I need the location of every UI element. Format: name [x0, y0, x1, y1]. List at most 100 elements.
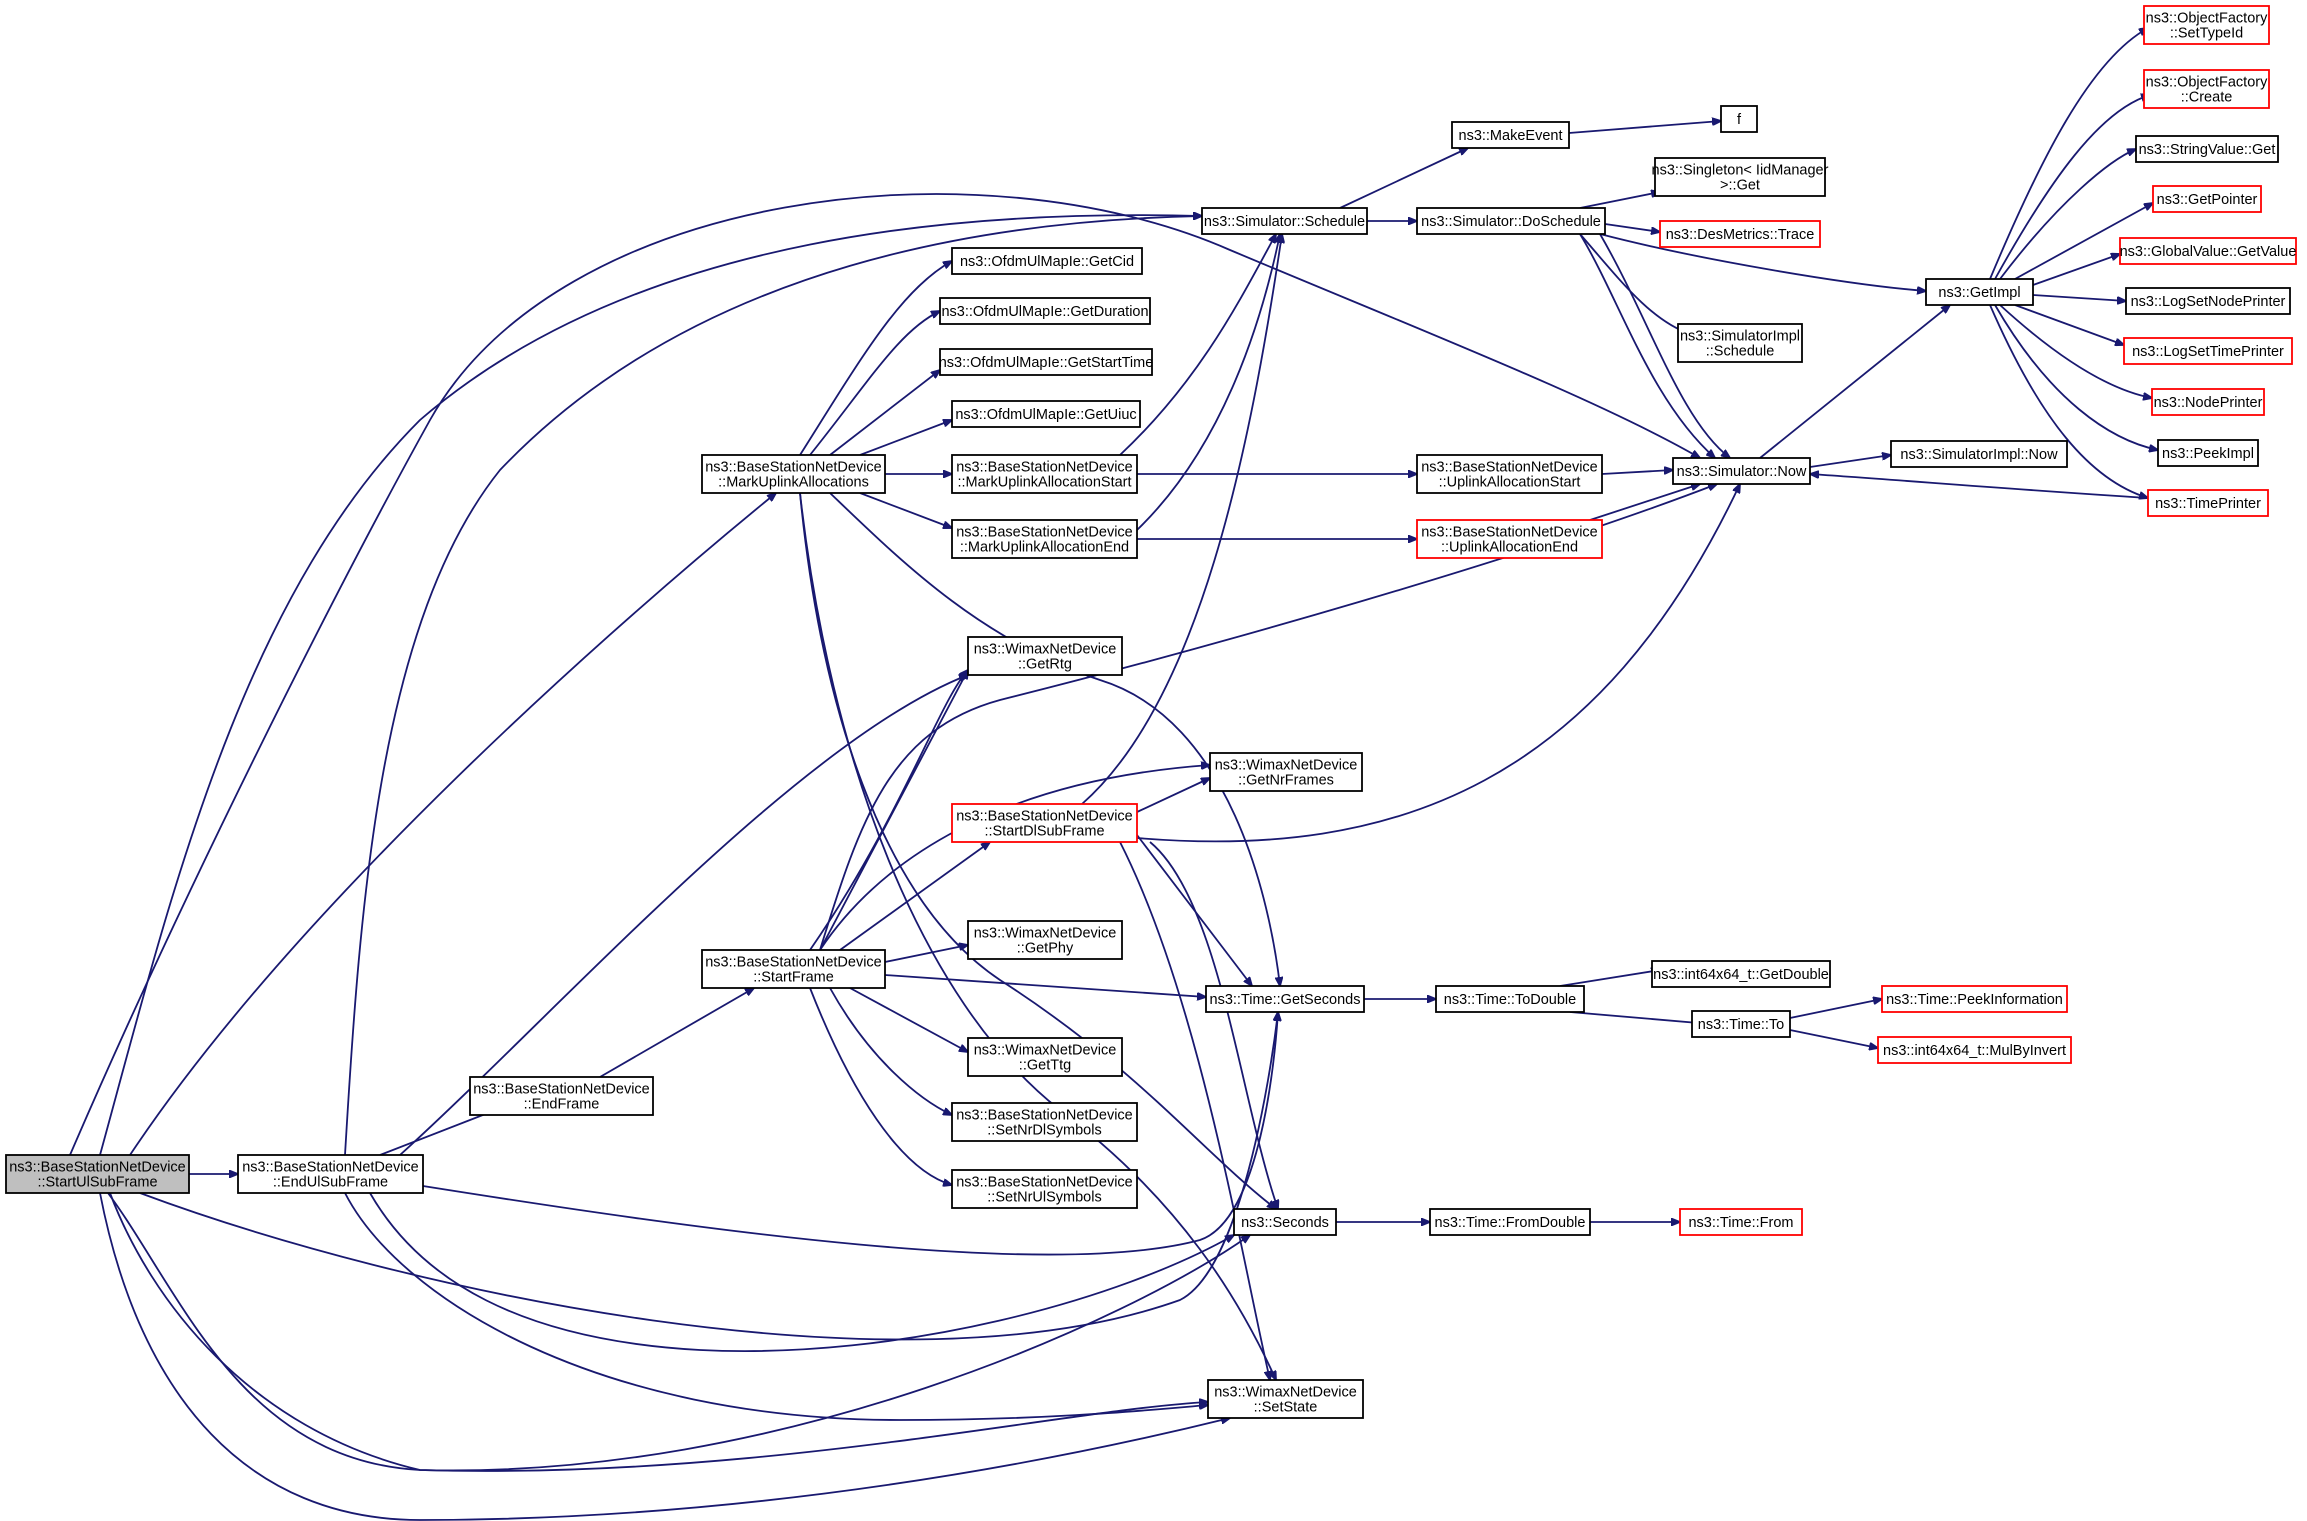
- edge-start_frame-to-set_nr_dl: [829, 987, 952, 1115]
- node-sim-schedule[interactable]: ns3::Simulator::Schedule: [1201, 207, 1368, 235]
- edge-uplink_alloc_end-to-sim_now: [1589, 484, 1700, 521]
- node-label: f: [1737, 112, 1742, 128]
- node-label: ns3::GlobalValue::GetValue: [2120, 244, 2297, 260]
- edge-start_frame-to-set_nr_ul: [809, 987, 952, 1185]
- edge-get_impl-to-get_pointer: [2014, 203, 2153, 280]
- node-label: ns3::BaseStationNetDevice: [705, 955, 882, 971]
- edge-start_frame-to-time_get_seconds: [884, 974, 1206, 997]
- node-get-phy[interactable]: ns3::WimaxNetDevice::GetPhy: [967, 920, 1123, 960]
- node-label: ns3::MakeEvent: [1459, 128, 1563, 144]
- node-make-event[interactable]: ns3::MakeEvent: [1451, 121, 1570, 149]
- edge-mark_uplink-to-get_start_time: [829, 370, 940, 456]
- edge-mark_end-to-sim_schedule: [1136, 234, 1280, 531]
- node-objfactory-create[interactable]: ns3::ObjectFactory::Create: [2143, 69, 2270, 109]
- node-box: [2151, 388, 2265, 416]
- node-get-start-time[interactable]: ns3::OfdmUlMapIe::GetStartTime: [939, 348, 1154, 376]
- node-box: [1691, 1010, 1791, 1038]
- node-get-cid[interactable]: ns3::OfdmUlMapIe::GetCid: [951, 247, 1143, 275]
- node-from-double[interactable]: ns3::Time::FromDouble: [1429, 1208, 1591, 1236]
- node-label: ::GetRtg: [1018, 657, 1072, 673]
- node-label: ns3::WimaxNetDevice: [1214, 1385, 1357, 1401]
- node-set-nr-ul[interactable]: ns3::BaseStationNetDevice::SetNrUlSymbol…: [951, 1169, 1138, 1209]
- node-box: [2119, 237, 2297, 265]
- node-time-from[interactable]: ns3::Time::From: [1679, 1208, 1803, 1236]
- node-simimpl-now[interactable]: ns3::SimulatorImpl::Now: [1890, 440, 2068, 468]
- node-box: [1925, 278, 2034, 306]
- node-get-impl[interactable]: ns3::GetImpl: [1925, 278, 2034, 306]
- node-label: ns3::GetImpl: [1938, 285, 2020, 301]
- node-peek-information[interactable]: ns3::Time::PeekInformation: [1881, 985, 2068, 1013]
- node-set-state[interactable]: ns3::WimaxNetDevice::SetState: [1207, 1379, 1364, 1419]
- node-start-frame[interactable]: ns3::BaseStationNetDevice::StartFrame: [701, 949, 886, 989]
- edge-end_ul-to-seconds: [369, 1192, 1234, 1352]
- node-time-to[interactable]: ns3::Time::To: [1691, 1010, 1791, 1038]
- node-label: ns3::SimulatorImpl: [1680, 329, 1800, 345]
- node-to-double[interactable]: ns3::Time::ToDouble: [1435, 985, 1585, 1013]
- node-node-printer[interactable]: ns3::NodePrinter: [2151, 388, 2265, 416]
- node-uplink-alloc-end[interactable]: ns3::BaseStationNetDevice::UplinkAllocat…: [1416, 519, 1603, 559]
- node-label: ns3::Simulator::DoSchedule: [1421, 214, 1601, 230]
- node-label: ::SetTypeId: [2170, 26, 2243, 42]
- node-label: ns3::StringValue::Get: [2139, 142, 2276, 158]
- node-box: [951, 400, 1141, 428]
- node-mark-start[interactable]: ns3::BaseStationNetDevice::MarkUplinkAll…: [951, 454, 1138, 494]
- node-get-duration[interactable]: ns3::OfdmUlMapIe::GetDuration: [939, 297, 1151, 325]
- node-objfactory-settypeid[interactable]: ns3::ObjectFactory::SetTypeId: [2143, 5, 2270, 45]
- node-uplink-alloc-start[interactable]: ns3::BaseStationNetDevice::UplinkAllocat…: [1416, 454, 1603, 494]
- node-mark-uplink[interactable]: ns3::BaseStationNetDevice::MarkUplinkAll…: [701, 454, 886, 494]
- node-start-dl[interactable]: ns3::BaseStationNetDevice::StartDlSubFra…: [951, 803, 1138, 843]
- function-nodes: ns3::BaseStationNetDevice::StartUlSubFra…: [5, 5, 2297, 1419]
- node-des-trace[interactable]: ns3::DesMetrics::Trace: [1659, 220, 1821, 248]
- node-f[interactable]: f: [1720, 105, 1758, 133]
- node-set-nr-dl[interactable]: ns3::BaseStationNetDevice::SetNrDlSymbol…: [951, 1102, 1138, 1142]
- edge-uplink_alloc_start-to-sim_now: [1601, 470, 1673, 475]
- node-get-ttg[interactable]: ns3::WimaxNetDevice::GetTtg: [967, 1037, 1123, 1077]
- node-peek-impl[interactable]: ns3::PeekImpl: [2157, 439, 2259, 467]
- node-seconds[interactable]: ns3::Seconds: [1233, 1208, 1337, 1236]
- edge-mark_uplink-to-get_uiuc: [859, 420, 952, 456]
- node-label: ns3::BaseStationNetDevice: [9, 1160, 186, 1176]
- node-label: ns3::int64x64_t::GetDouble: [1653, 967, 1829, 983]
- node-box: [1659, 220, 1821, 248]
- node-start-ul[interactable]: ns3::BaseStationNetDevice::StartUlSubFra…: [5, 1154, 190, 1194]
- node-get-pointer[interactable]: ns3::GetPointer: [2152, 185, 2262, 213]
- edge-do_schedule-to-sim_now: [1599, 233, 1730, 458]
- node-globalvalue-getvalue[interactable]: ns3::GlobalValue::GetValue: [2119, 237, 2297, 265]
- edge-start_ul-to-sim_schedule: [99, 215, 1202, 1156]
- node-label: ns3::BaseStationNetDevice: [956, 460, 1133, 476]
- node-box: [1435, 985, 1585, 1013]
- node-stringvalue-get[interactable]: ns3::StringValue::Get: [2135, 135, 2279, 163]
- node-simimpl-schedule[interactable]: ns3::SimulatorImpl::Schedule: [1677, 323, 1803, 363]
- node-mark-end[interactable]: ns3::BaseStationNetDevice::MarkUplinkAll…: [951, 519, 1138, 559]
- node-box: [1654, 157, 1826, 197]
- node-log-set-node-printer[interactable]: ns3::LogSetNodePrinter: [2125, 287, 2291, 315]
- node-get-nr-frames[interactable]: ns3::WimaxNetDevice::GetNrFrames: [1209, 752, 1363, 792]
- edge-get_impl-to-globalvalue_getvalue: [2032, 254, 2120, 286]
- node-singleton-get[interactable]: ns3::Singleton< IidManager >::Get: [1652, 157, 1829, 197]
- node-end-frame[interactable]: ns3::BaseStationNetDevice::EndFrame: [469, 1076, 654, 1116]
- node-label: ns3::int64x64_t::MulByInvert: [1883, 1043, 2066, 1059]
- node-get-uiuc[interactable]: ns3::OfdmUlMapIe::GetUiuc: [951, 400, 1141, 428]
- node-end-ul[interactable]: ns3::BaseStationNetDevice::EndUlSubFrame: [237, 1154, 424, 1194]
- node-box: [1890, 440, 2068, 468]
- edge-do_schedule-to-des_trace: [1604, 223, 1660, 232]
- node-do-schedule[interactable]: ns3::Simulator::DoSchedule: [1416, 207, 1606, 235]
- node-int64-get-double[interactable]: ns3::int64x64_t::GetDouble: [1651, 960, 1831, 988]
- node-label: ::UplinkAllocationStart: [1439, 475, 1581, 491]
- node-label: ns3::Time::To: [1698, 1017, 1785, 1033]
- edge-get_impl-to-log_set_time_printer: [2014, 304, 2124, 345]
- node-time-get-seconds[interactable]: ns3::Time::GetSeconds: [1205, 985, 1365, 1013]
- node-log-set-time-printer[interactable]: ns3::LogSetTimePrinter: [2123, 337, 2293, 365]
- node-label: ns3::OfdmUlMapIe::GetCid: [960, 254, 1134, 270]
- node-box: [967, 636, 1123, 676]
- node-label: ns3::Simulator::Schedule: [1204, 214, 1365, 230]
- edge-start_frame-to-get_ttg: [849, 987, 968, 1052]
- node-get-rtg[interactable]: ns3::WimaxNetDevice::GetRtg: [967, 636, 1123, 676]
- node-mul-by-invert[interactable]: ns3::int64x64_t::MulByInvert: [1877, 1036, 2072, 1064]
- edge-sim_now-to-get_impl: [1759, 305, 1950, 459]
- node-sim-now[interactable]: ns3::Simulator::Now: [1672, 457, 1811, 485]
- node-time-printer[interactable]: ns3::TimePrinter: [2147, 489, 2269, 517]
- node-box: [1416, 454, 1603, 494]
- edge-start_ul-to-set_state: [99, 1192, 1230, 1521]
